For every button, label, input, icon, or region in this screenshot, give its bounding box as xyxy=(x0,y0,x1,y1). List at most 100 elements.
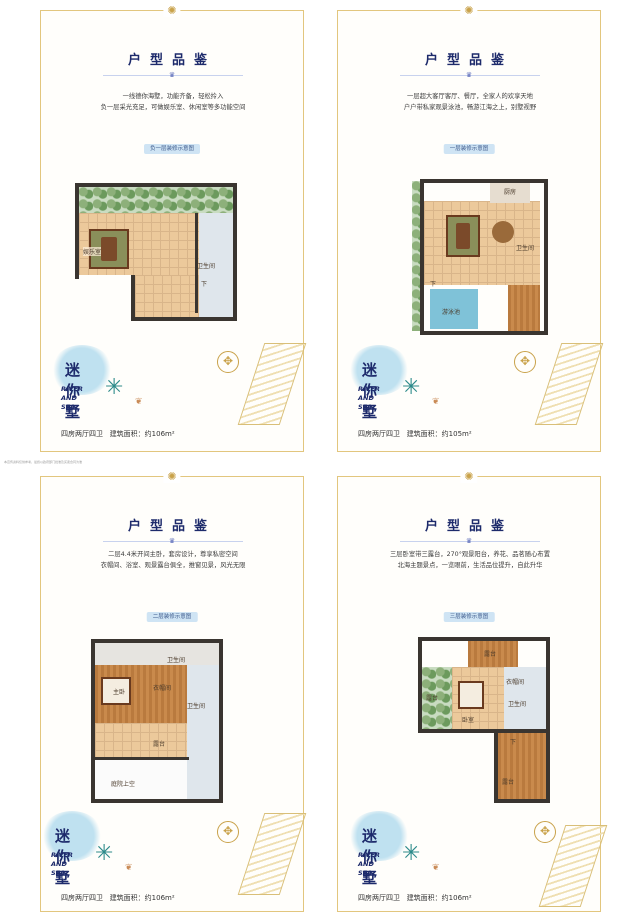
brand-english-line1: RIVER xyxy=(51,851,73,859)
room-label-terrace1: 露台 xyxy=(484,651,497,658)
crown-icon: ♛ xyxy=(465,537,473,545)
compass-rose-icon: ✥ xyxy=(217,821,239,843)
brand-english: RIVER AND SEA xyxy=(51,851,73,878)
card-title: 户型品鉴 xyxy=(127,53,216,68)
room-label-master: 主卧 xyxy=(113,689,126,696)
desc-line: 户户带私家观景泳池，畅游江海之上，别墅视野 xyxy=(403,104,537,111)
floor-plan-basement: 娱乐室 卫生间 下 xyxy=(75,183,237,321)
bath-floor xyxy=(199,213,233,317)
floorplan-card-basement: ✺ 户型品鉴 ♛ 一线德你海墅，功能齐备，轻松拎入 负一层采光充足，可做娱乐室、… xyxy=(40,5,307,452)
brand-english: RIVER AND SEA xyxy=(61,385,83,412)
layout-text: 四房两厅四卫 xyxy=(61,894,103,902)
plan-caption: 一层装修示意图 xyxy=(443,144,495,154)
floor-plan-third: 露台 露台 卧室 衣帽间 卫生间 露台 下 xyxy=(418,637,550,803)
card-description: 三层卧室带三露台，270°观景阳台，养花、品茗随心布置 北海主题景点，一览眼前，… xyxy=(348,549,592,571)
south-terrace xyxy=(498,729,546,799)
area-text: 建筑面积：约106m² xyxy=(109,430,175,438)
desc-line: 一线德你海墅，功能齐备，轻松拎入 xyxy=(122,93,224,100)
sun-emblem-icon: ✺ xyxy=(460,5,478,17)
floorplan-card-second-floor: ✺ 户型品鉴 ♛ 二层4.4米开间主卧，套房设计，尊享私密空间 衣帽间、浴室、观… xyxy=(40,471,307,912)
outer-wall xyxy=(420,179,548,335)
sun-emblem-icon: ✺ xyxy=(460,471,478,483)
room-label-wardrobe: 衣帽间 xyxy=(506,679,525,686)
sofa xyxy=(101,237,117,261)
brand-logo-text: 迷你墅 xyxy=(55,827,73,887)
brand-splash xyxy=(348,345,410,395)
north-terrace xyxy=(468,641,518,667)
room-label-bedroom: 卧室 xyxy=(462,717,475,724)
stair-floor xyxy=(508,285,540,331)
title-divider xyxy=(103,541,243,542)
brand-logo-text: 迷你墅 xyxy=(65,361,83,421)
west-terrace xyxy=(422,667,452,729)
room-label-void: 庭院上空 xyxy=(111,781,136,788)
brand-logo-text: 迷你墅 xyxy=(362,827,380,887)
room-label-bath2: 卫生间 xyxy=(187,703,206,710)
palm-tree-icon: ✳ xyxy=(105,375,124,400)
compass-rose-icon: ✥ xyxy=(514,351,536,373)
desc-line: 衣帽间、浴室、观景露台俱全，推窗见景，风光无限 xyxy=(100,562,246,569)
brand-splash xyxy=(51,345,113,395)
terrace-floor xyxy=(95,723,187,759)
brand-english-line2: AND SEA xyxy=(61,394,77,411)
floor-plan-second: 主卧 衣帽间 卫生间 卫生间 露台 庭院上空 xyxy=(91,639,223,803)
room-label-terrace: 露台 xyxy=(153,741,166,748)
brand-english-line1: RIVER xyxy=(61,385,83,393)
kitchen-floor xyxy=(490,183,530,203)
layout-text: 四房两厅四卫 xyxy=(61,430,103,438)
card-title: 户型品鉴 xyxy=(127,519,216,534)
brand-english-line2: AND SEA xyxy=(358,394,374,411)
lower-floor xyxy=(135,275,199,317)
bed xyxy=(458,681,484,709)
area-text: 建筑面积：约106m² xyxy=(109,894,175,902)
room-label-terrace2: 露台 xyxy=(426,695,439,702)
sun-emblem-icon: ✺ xyxy=(163,5,181,17)
crown-icon: ♛ xyxy=(168,537,176,545)
floor-plan-first: 厨房 卫生间 游泳池 下 xyxy=(412,171,556,339)
shell-icon: ❦ xyxy=(432,863,440,873)
layout-text: 四房两厅四卫 xyxy=(358,894,400,902)
top-strip xyxy=(95,643,219,665)
plan-caption: 三层装修示意图 xyxy=(443,612,495,622)
room-label-bath1: 卫生间 xyxy=(167,657,186,664)
site-map-icon xyxy=(237,813,307,895)
disclaimer-text: 本宣传资料仅供参考，最终以政府部门批准及买卖合同为准 xyxy=(4,460,83,464)
layout-text: 四房两厅四卫 xyxy=(358,430,400,438)
area-text: 建筑面积：约106m² xyxy=(406,894,472,902)
spec-line: 四房两厅四卫 建筑面积：约106m² xyxy=(358,893,472,903)
floorplan-card-first-floor: ✺ 户型品鉴 ♛ 一层超大客厅客厅、餐厅，全家人的欢享天地 户户带私家观景泳池，… xyxy=(337,5,604,452)
sofa xyxy=(456,223,470,249)
title-divider xyxy=(400,75,540,76)
compass-rose-icon: ✥ xyxy=(217,351,239,373)
desc-line: 三层卧室带三露台，270°观景阳台，养花、品茗随心布置 xyxy=(390,551,550,558)
room-label-pool: 游泳池 xyxy=(442,309,461,316)
upper-wall xyxy=(418,637,550,733)
desc-line: 负一层采光充足，可做娱乐室、休闲室等多功能空间 xyxy=(100,104,246,111)
brand-splash xyxy=(348,811,410,861)
card-description: 一线德你海墅，功能齐备，轻松拎入 负一层采光充足，可做娱乐室、休闲室等多功能空间 xyxy=(51,91,295,113)
lower-wall xyxy=(131,275,237,321)
palm-tree-icon: ✳ xyxy=(402,375,421,400)
brand-english-line2: AND SEA xyxy=(358,860,374,877)
crown-icon: ♛ xyxy=(168,71,176,79)
bath-floor xyxy=(504,667,546,729)
stair-label: 下 xyxy=(201,281,208,288)
dining-table xyxy=(492,221,514,243)
title-divider xyxy=(400,541,540,542)
living-floor xyxy=(424,201,540,285)
room-label-bath: 卫生间 xyxy=(508,701,527,708)
title-divider xyxy=(103,75,243,76)
garden-strip xyxy=(79,187,233,213)
desc-line: 二层4.4米开间主卧，套房设计，尊享私密空间 xyxy=(108,551,238,558)
stair-label: 下 xyxy=(510,739,517,746)
lower-wall xyxy=(494,729,550,803)
void-floor xyxy=(95,759,187,799)
desc-line: 北海主题景点，一览眼前，生活品位提升，自此升华 xyxy=(397,562,543,569)
shell-icon: ❦ xyxy=(432,397,440,407)
crown-icon: ♛ xyxy=(465,71,473,79)
spec-line: 四房两厅四卫 建筑面积：约105m² xyxy=(358,429,472,439)
area-text: 建筑面积：约105m² xyxy=(406,430,472,438)
brand-english-line2: AND SEA xyxy=(51,860,67,877)
sun-emblem-icon: ✺ xyxy=(163,471,181,483)
room-label-terrace3: 露台 xyxy=(502,779,515,786)
